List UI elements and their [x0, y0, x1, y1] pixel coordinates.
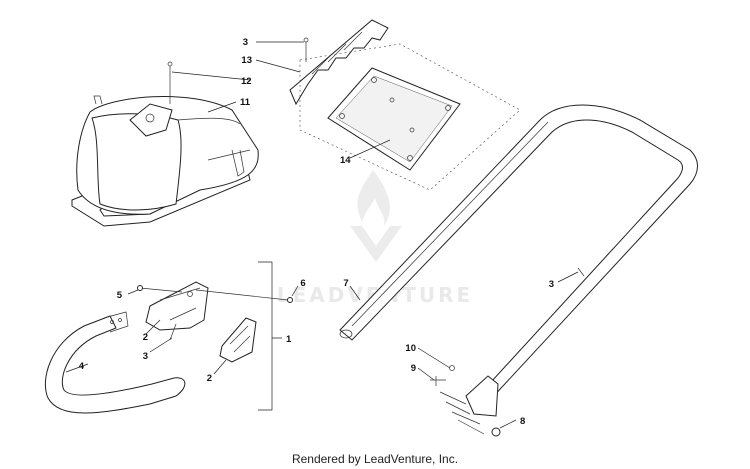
callout-5: 5 — [117, 290, 123, 301]
part-fastener-12 — [167, 61, 173, 104]
leader-lines — [65, 41, 579, 429]
callout-2-lower: 2 — [207, 373, 212, 384]
callout-10: 10 — [405, 343, 416, 354]
part-storage-bag — [71, 95, 259, 227]
callout-13: 13 — [241, 55, 252, 66]
callout-14: 14 — [340, 155, 351, 166]
callout-7: 7 — [343, 278, 348, 289]
part-front-guard — [44, 311, 186, 414]
callout-3-right: 3 — [549, 279, 554, 290]
callout-8: 8 — [520, 416, 525, 427]
watermark-v-icon — [350, 226, 402, 262]
callout-2-upper: 2 — [143, 332, 148, 343]
part-step-bracket — [289, 19, 389, 106]
watermark-flame-icon — [357, 170, 390, 226]
part-mat — [299, 43, 521, 191]
callout-3-lower: 3 — [143, 351, 148, 362]
callout-12: 12 — [241, 76, 252, 87]
part-bracket-lower — [219, 317, 257, 363]
part-fastener-3 — [169, 267, 585, 341]
part-bolt-5 — [137, 285, 183, 293]
callout-6: 6 — [300, 278, 305, 289]
part-lower-mount — [430, 365, 501, 437]
callout-1: 1 — [286, 334, 292, 345]
callout-11: 11 — [240, 97, 251, 108]
callout-3: 3 — [243, 37, 248, 48]
group-bracket-1 — [258, 261, 282, 411]
part-fastener-6 — [195, 289, 293, 303]
footer-credit: Rendered by LeadVenture, Inc. — [291, 452, 459, 466]
callout-9: 9 — [411, 363, 416, 374]
callout-4: 4 — [79, 361, 85, 372]
part-bracket-upper — [145, 281, 209, 331]
callouts: 3 13 12 11 14 5 6 7 2 3 4 2 1 3 10 9 8 — [79, 37, 554, 427]
